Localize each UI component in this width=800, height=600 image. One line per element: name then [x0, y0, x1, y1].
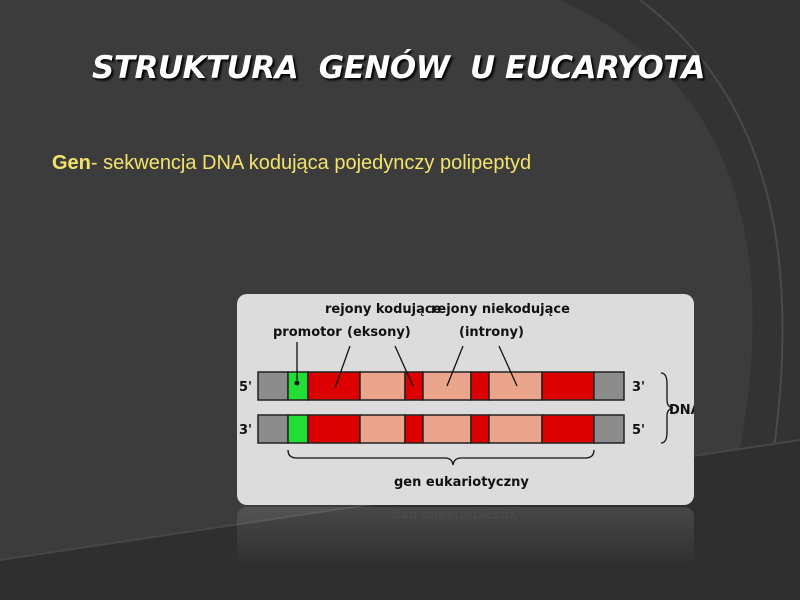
bottom-strand-intron-1 [359, 414, 406, 444]
diagram-reflection: gen eukariotyczny [237, 507, 694, 567]
bottom-strand-flank-right [593, 414, 625, 444]
promotor-dot [294, 380, 300, 386]
bottom-strand-flank-left [257, 414, 289, 444]
noncoding-regions-sub-label: (introny) [459, 325, 524, 340]
top-strand [257, 371, 625, 401]
bottom-strand-exon-4 [541, 414, 595, 444]
intron-pointer-1 [446, 345, 464, 387]
dna-diagram-svg: promotor rejony kodujące (eksony) rejony… [239, 302, 694, 490]
dna-label: DNA [669, 403, 694, 418]
top-strand-exon-3 [470, 371, 490, 401]
bottom-strand-exon-1 [307, 414, 361, 444]
definition-text: - sekwencja DNA kodująca pojedynczy poli… [90, 152, 532, 174]
top-strand-exon-1 [307, 371, 361, 401]
gene-definition: Gen- sekwencja DNA kodująca pojedynczy p… [52, 152, 531, 175]
bottom-strand-intron-3 [488, 414, 543, 444]
strand-top-left-label: 5' [239, 380, 252, 395]
coding-regions-label: rejony kodujące [325, 302, 442, 317]
gene-label: gen eukariotyczny [394, 475, 529, 490]
bottom-strand [257, 414, 625, 444]
gene-brace [287, 449, 595, 466]
exon-pointer-2 [394, 345, 414, 387]
promotor-label: promotor [273, 325, 342, 340]
dna-brace [660, 372, 674, 444]
exon-pointer-1 [334, 345, 351, 389]
bottom-strand-exon-3 [470, 414, 490, 444]
top-strand-exon-4 [541, 371, 595, 401]
gene-structure-diagram: promotor rejony kodujące (eksony) rejony… [237, 294, 694, 505]
strand-top-right-label: 3' [632, 380, 645, 395]
top-strand-flank-right [593, 371, 625, 401]
reflection-text: gen eukariotyczny [392, 509, 517, 523]
bottom-strand-intron-2 [422, 414, 472, 444]
bottom-strand-exon-2 [404, 414, 424, 444]
coding-regions-sub-label: (eksony) [347, 325, 411, 340]
noncoding-regions-label: rejony niekodujące [431, 302, 570, 317]
definition-term: Gen [52, 152, 91, 174]
top-strand-intron-1 [359, 371, 406, 401]
slide-title: STRUKTURA GENÓW U EUCARYOTA [92, 50, 706, 86]
top-strand-flank-left [257, 371, 289, 401]
top-strand-promoter [287, 371, 309, 401]
top-strand-exon-2 [404, 371, 424, 401]
intron-pointer-2 [498, 345, 518, 387]
top-strand-intron-3 [488, 371, 543, 401]
strand-bottom-right-label: 5' [632, 423, 645, 438]
strand-bottom-left-label: 3' [239, 423, 252, 438]
bottom-strand-promoter [287, 414, 309, 444]
